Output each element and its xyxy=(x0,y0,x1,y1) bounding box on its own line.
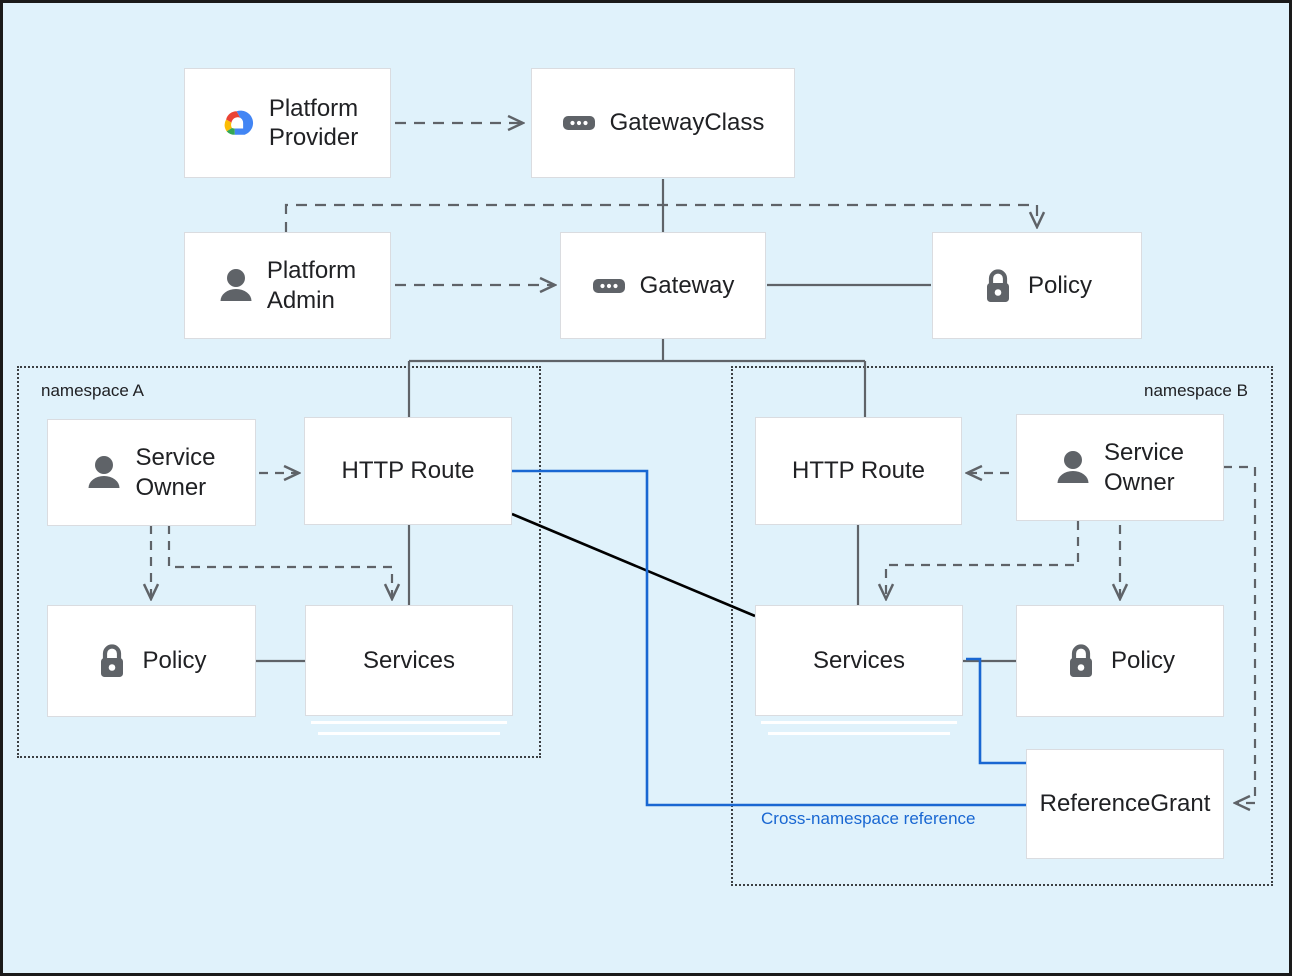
node-label: Policy xyxy=(1027,271,1093,299)
node-label: Services xyxy=(362,646,456,674)
services-b-stack-layer-1 xyxy=(761,721,957,724)
node-label: Platform Admin xyxy=(266,257,357,314)
node-platform-provider[interactable]: Platform Provider xyxy=(184,68,391,178)
services-b-stack-layer-2 xyxy=(768,732,950,735)
node-reference-grant[interactable]: ReferenceGrant xyxy=(1026,749,1224,859)
node-http-route-b[interactable]: HTTP Route xyxy=(755,417,962,525)
node-label: Platform Provider xyxy=(268,94,359,151)
services-a-stack-layer-2 xyxy=(318,732,500,735)
lock-icon xyxy=(1069,644,1092,677)
services-a-stack-layer-1 xyxy=(311,721,507,724)
node-label: Policy xyxy=(1110,647,1176,675)
gateway-chip-icon xyxy=(562,116,595,130)
node-http-route-a[interactable]: HTTP Route xyxy=(304,417,512,525)
node-label: Service Owner xyxy=(135,444,216,501)
namespace-b-label: namespace B xyxy=(1144,381,1248,400)
google-cloud-icon xyxy=(224,110,253,135)
node-label: Service Owner xyxy=(1103,439,1185,496)
namespace-a-label: namespace A xyxy=(41,381,145,400)
person-icon xyxy=(88,455,120,488)
node-label: Gateway xyxy=(639,271,735,299)
node-label: GatewayClass xyxy=(609,109,765,137)
cross-namespace-reference-label: Cross-namespace reference xyxy=(761,809,976,828)
node-label: Policy xyxy=(142,647,207,675)
person-icon xyxy=(220,268,252,301)
node-label: HTTP Route xyxy=(792,457,925,485)
node-label: Services xyxy=(812,646,906,674)
lock-icon xyxy=(986,268,1009,302)
node-policy-b[interactable]: Policy xyxy=(1016,605,1224,717)
node-service-owner-a[interactable]: Service Owner xyxy=(47,419,256,526)
node-policy-a[interactable]: Policy xyxy=(47,605,256,717)
node-gateway-class[interactable]: GatewayClass xyxy=(531,68,795,178)
edge-route-a-to-services-b-diagonal xyxy=(511,512,756,618)
node-services-b[interactable]: Services xyxy=(755,605,963,716)
node-service-owner-b[interactable]: Service Owner xyxy=(1016,414,1224,521)
node-label: HTTP Route xyxy=(341,457,475,485)
gateway-chip-icon xyxy=(592,278,625,293)
node-platform-admin[interactable]: Platform Admin xyxy=(184,232,391,339)
person-icon xyxy=(1057,450,1089,483)
node-services-a[interactable]: Services xyxy=(305,605,513,716)
node-policy-top[interactable]: Policy xyxy=(932,232,1142,339)
node-label: ReferenceGrant xyxy=(1039,790,1211,818)
lock-icon xyxy=(101,644,124,677)
node-gateway[interactable]: Gateway xyxy=(560,232,766,339)
edge-admin-to-policy-top xyxy=(284,203,1037,233)
